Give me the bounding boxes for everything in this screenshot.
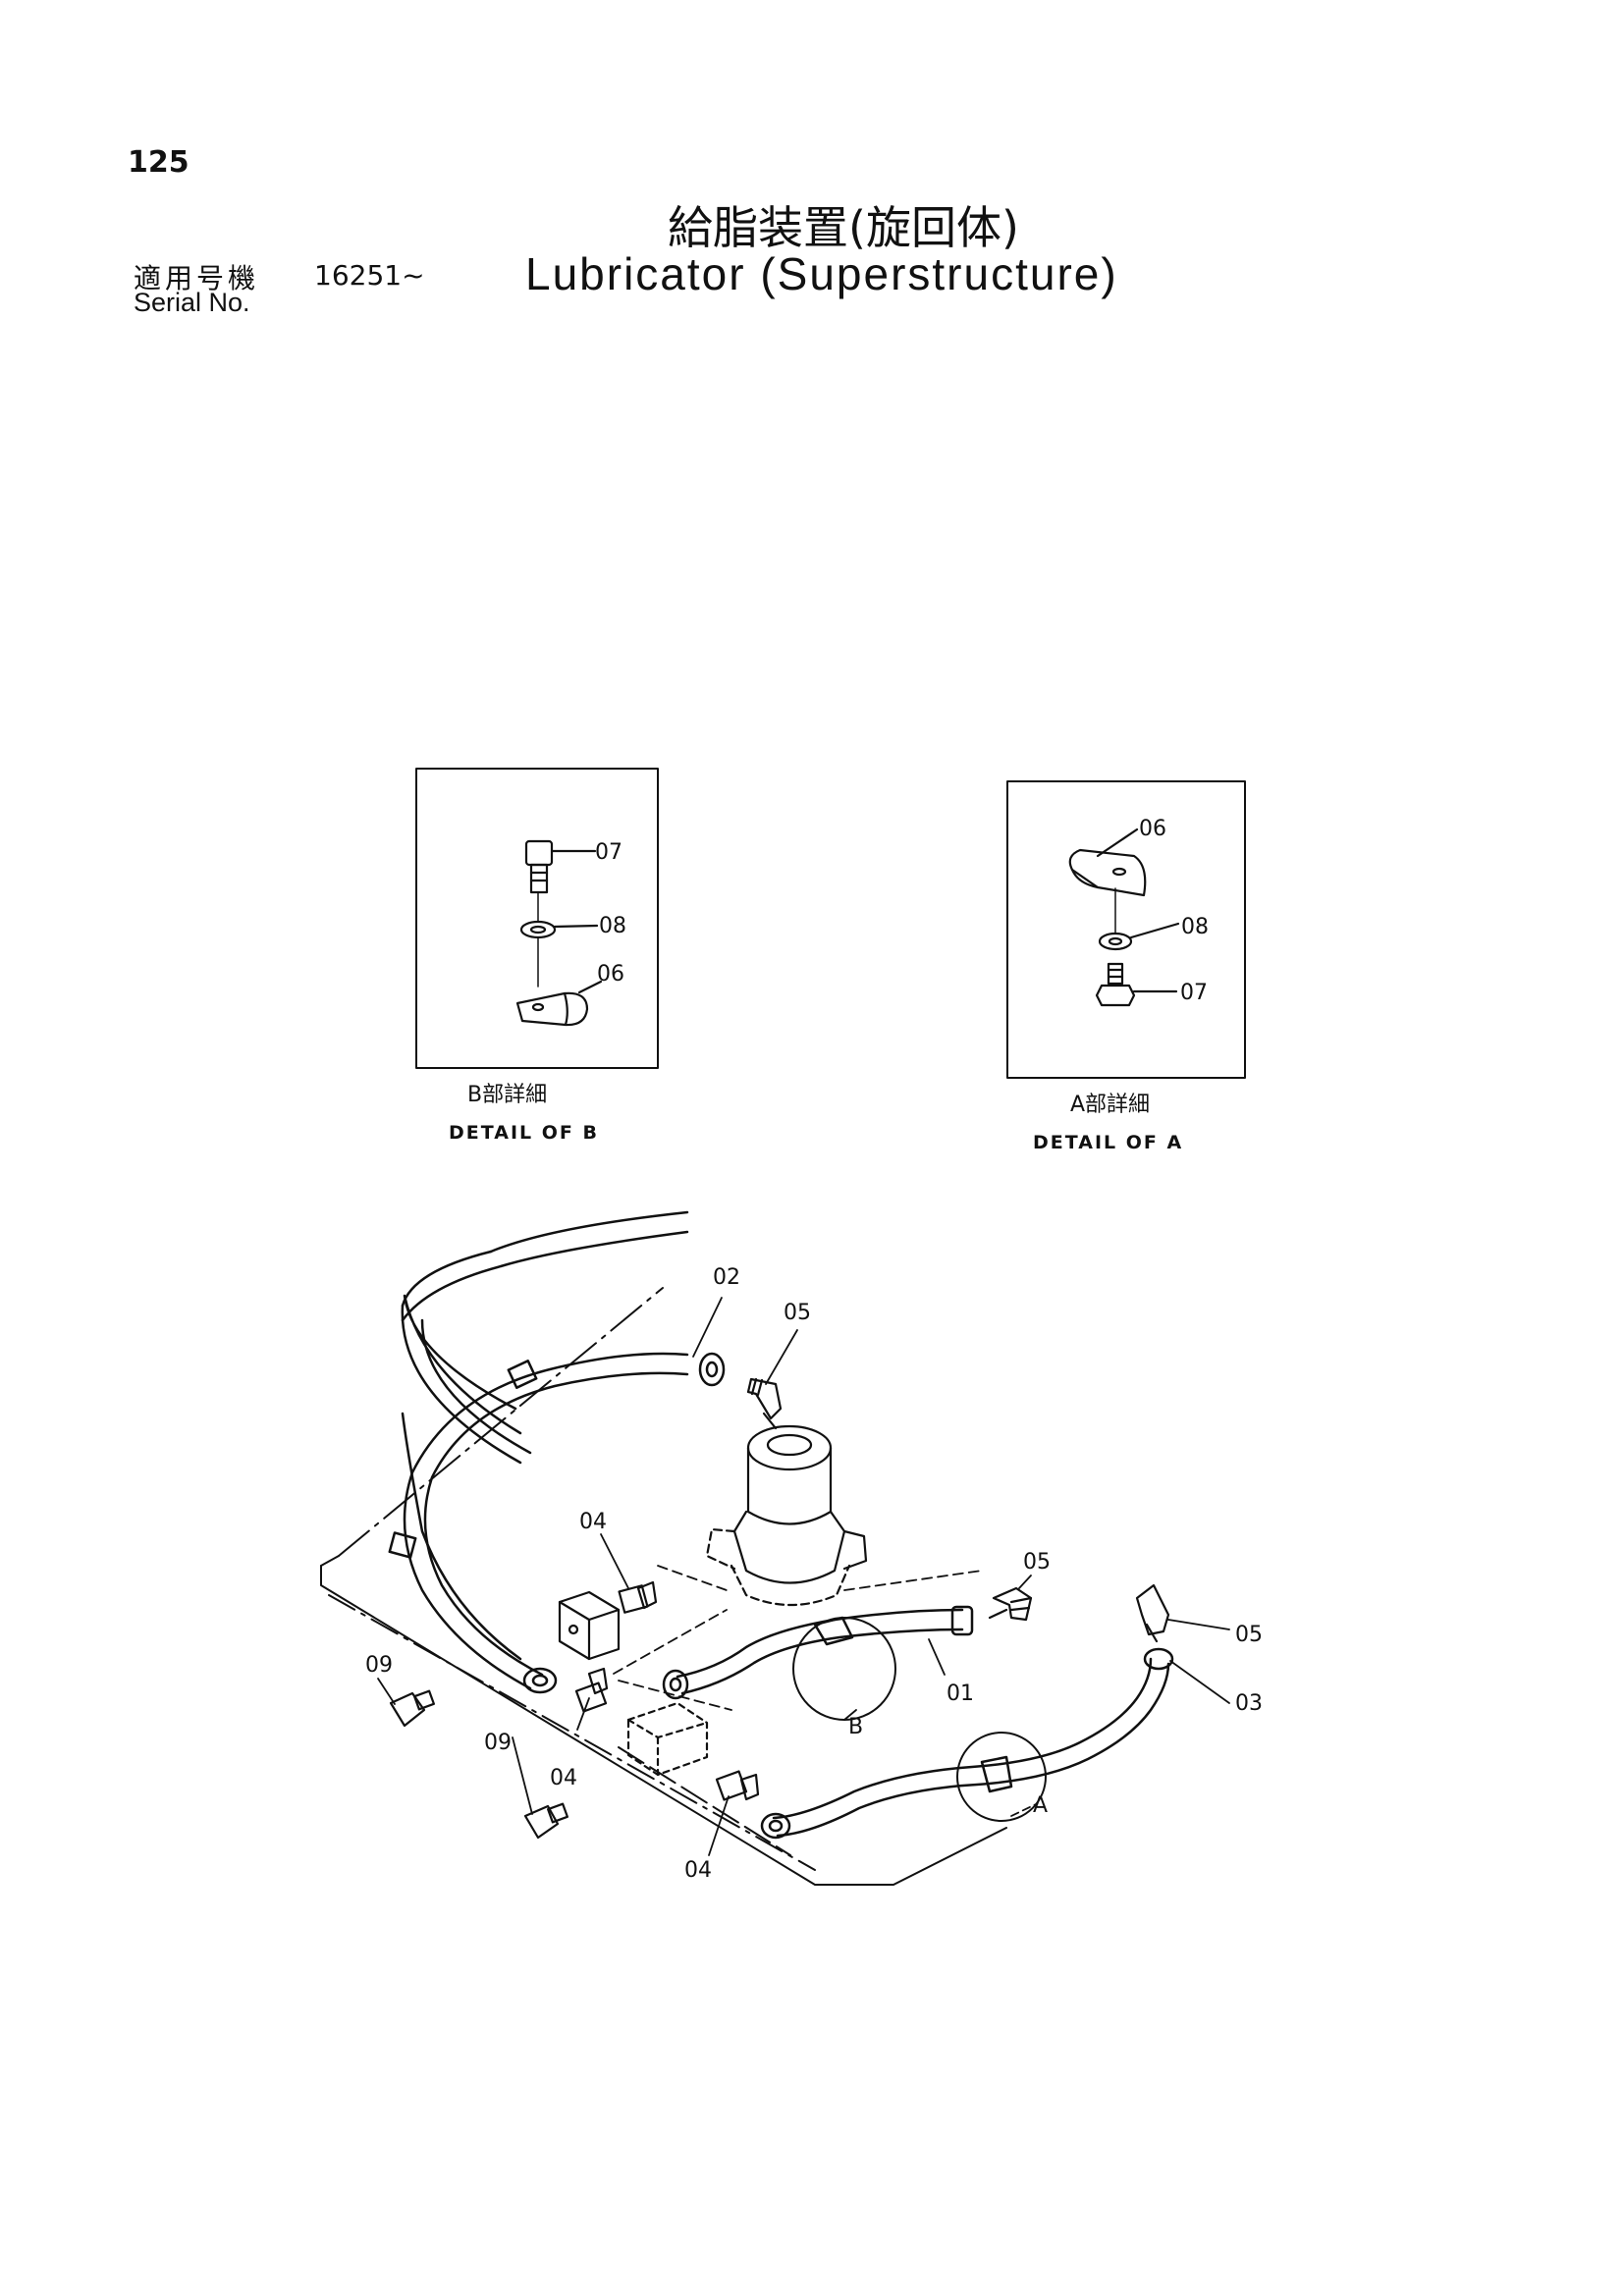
detail-a-caption-en: DETAIL OF A bbox=[1033, 1132, 1183, 1153]
elbow-fitting-icon bbox=[1135, 1583, 1230, 1643]
label-04-mid: 04 bbox=[550, 1766, 577, 1790]
mount-outline bbox=[613, 1565, 983, 1711]
detail-b-panel: 07 08 06 bbox=[415, 768, 659, 1069]
serial-number: 16251~ bbox=[314, 259, 425, 292]
fitting-04-icon bbox=[708, 1770, 760, 1856]
label-06: 06 bbox=[1139, 817, 1166, 841]
detail-b-caption-en: DETAIL OF B bbox=[449, 1122, 599, 1144]
hidden-block bbox=[626, 1701, 709, 1777]
pipe-01 bbox=[662, 1605, 974, 1700]
title-english: Lubricator (Superstructure) bbox=[525, 248, 1118, 299]
label-04-bottom: 04 bbox=[684, 1858, 712, 1883]
bolt-icon bbox=[1095, 962, 1178, 1007]
grease-nipple-icon bbox=[512, 1736, 569, 1840]
label-08: 08 bbox=[599, 914, 626, 938]
swing-motor bbox=[705, 1424, 868, 1607]
clamp-icon bbox=[1068, 828, 1147, 897]
fitting-04-icon bbox=[600, 1533, 658, 1614]
elbow-fitting-icon bbox=[746, 1377, 783, 1430]
marker-label-a: A bbox=[1033, 1793, 1048, 1818]
label-01: 01 bbox=[947, 1682, 974, 1706]
label-09-left: 09 bbox=[365, 1653, 393, 1678]
pipe-02-curve bbox=[403, 1352, 726, 1694]
label-02: 02 bbox=[713, 1265, 740, 1290]
label-07: 07 bbox=[595, 840, 622, 865]
label-09-bottom: 09 bbox=[484, 1731, 512, 1755]
main-assembly bbox=[320, 1210, 1230, 1886]
serial-label-japanese: 適用号機 bbox=[134, 262, 260, 294]
grease-nipple-icon bbox=[377, 1678, 436, 1728]
fitting-04-icon bbox=[574, 1667, 609, 1731]
elbow-fitting-icon bbox=[988, 1575, 1033, 1622]
label-05-right: 05 bbox=[1235, 1623, 1263, 1647]
title-japanese: 給脂装置(旋回体) bbox=[668, 201, 1019, 254]
label-06: 06 bbox=[597, 962, 624, 987]
washer-icon bbox=[519, 891, 599, 988]
detail-b-marker-circle bbox=[792, 1617, 896, 1721]
detail-b-caption-jp: B部詳細 bbox=[467, 1083, 547, 1107]
marker-label-b: B bbox=[848, 1715, 863, 1739]
grease-block bbox=[558, 1590, 621, 1661]
washer-icon bbox=[1098, 887, 1180, 951]
serial-label-english: Serial No. bbox=[134, 288, 250, 317]
detail-a-panel: 06 08 07 bbox=[1006, 780, 1246, 1079]
label-08: 08 bbox=[1181, 915, 1209, 939]
pipe-03 bbox=[760, 1647, 1230, 1840]
label-04-top: 04 bbox=[579, 1510, 607, 1534]
bolt-icon bbox=[524, 839, 597, 894]
detail-a-caption-jp: A部詳細 bbox=[1070, 1093, 1150, 1117]
detail-a-marker-circle bbox=[956, 1732, 1047, 1822]
page-number: 125 bbox=[128, 145, 189, 180]
label-05-mid: 05 bbox=[1023, 1550, 1051, 1575]
label-03: 03 bbox=[1235, 1691, 1263, 1716]
clamp-icon bbox=[515, 980, 603, 1027]
label-05-top: 05 bbox=[784, 1301, 811, 1325]
label-07: 07 bbox=[1180, 981, 1208, 1005]
pipe-02 bbox=[388, 1210, 689, 1661]
